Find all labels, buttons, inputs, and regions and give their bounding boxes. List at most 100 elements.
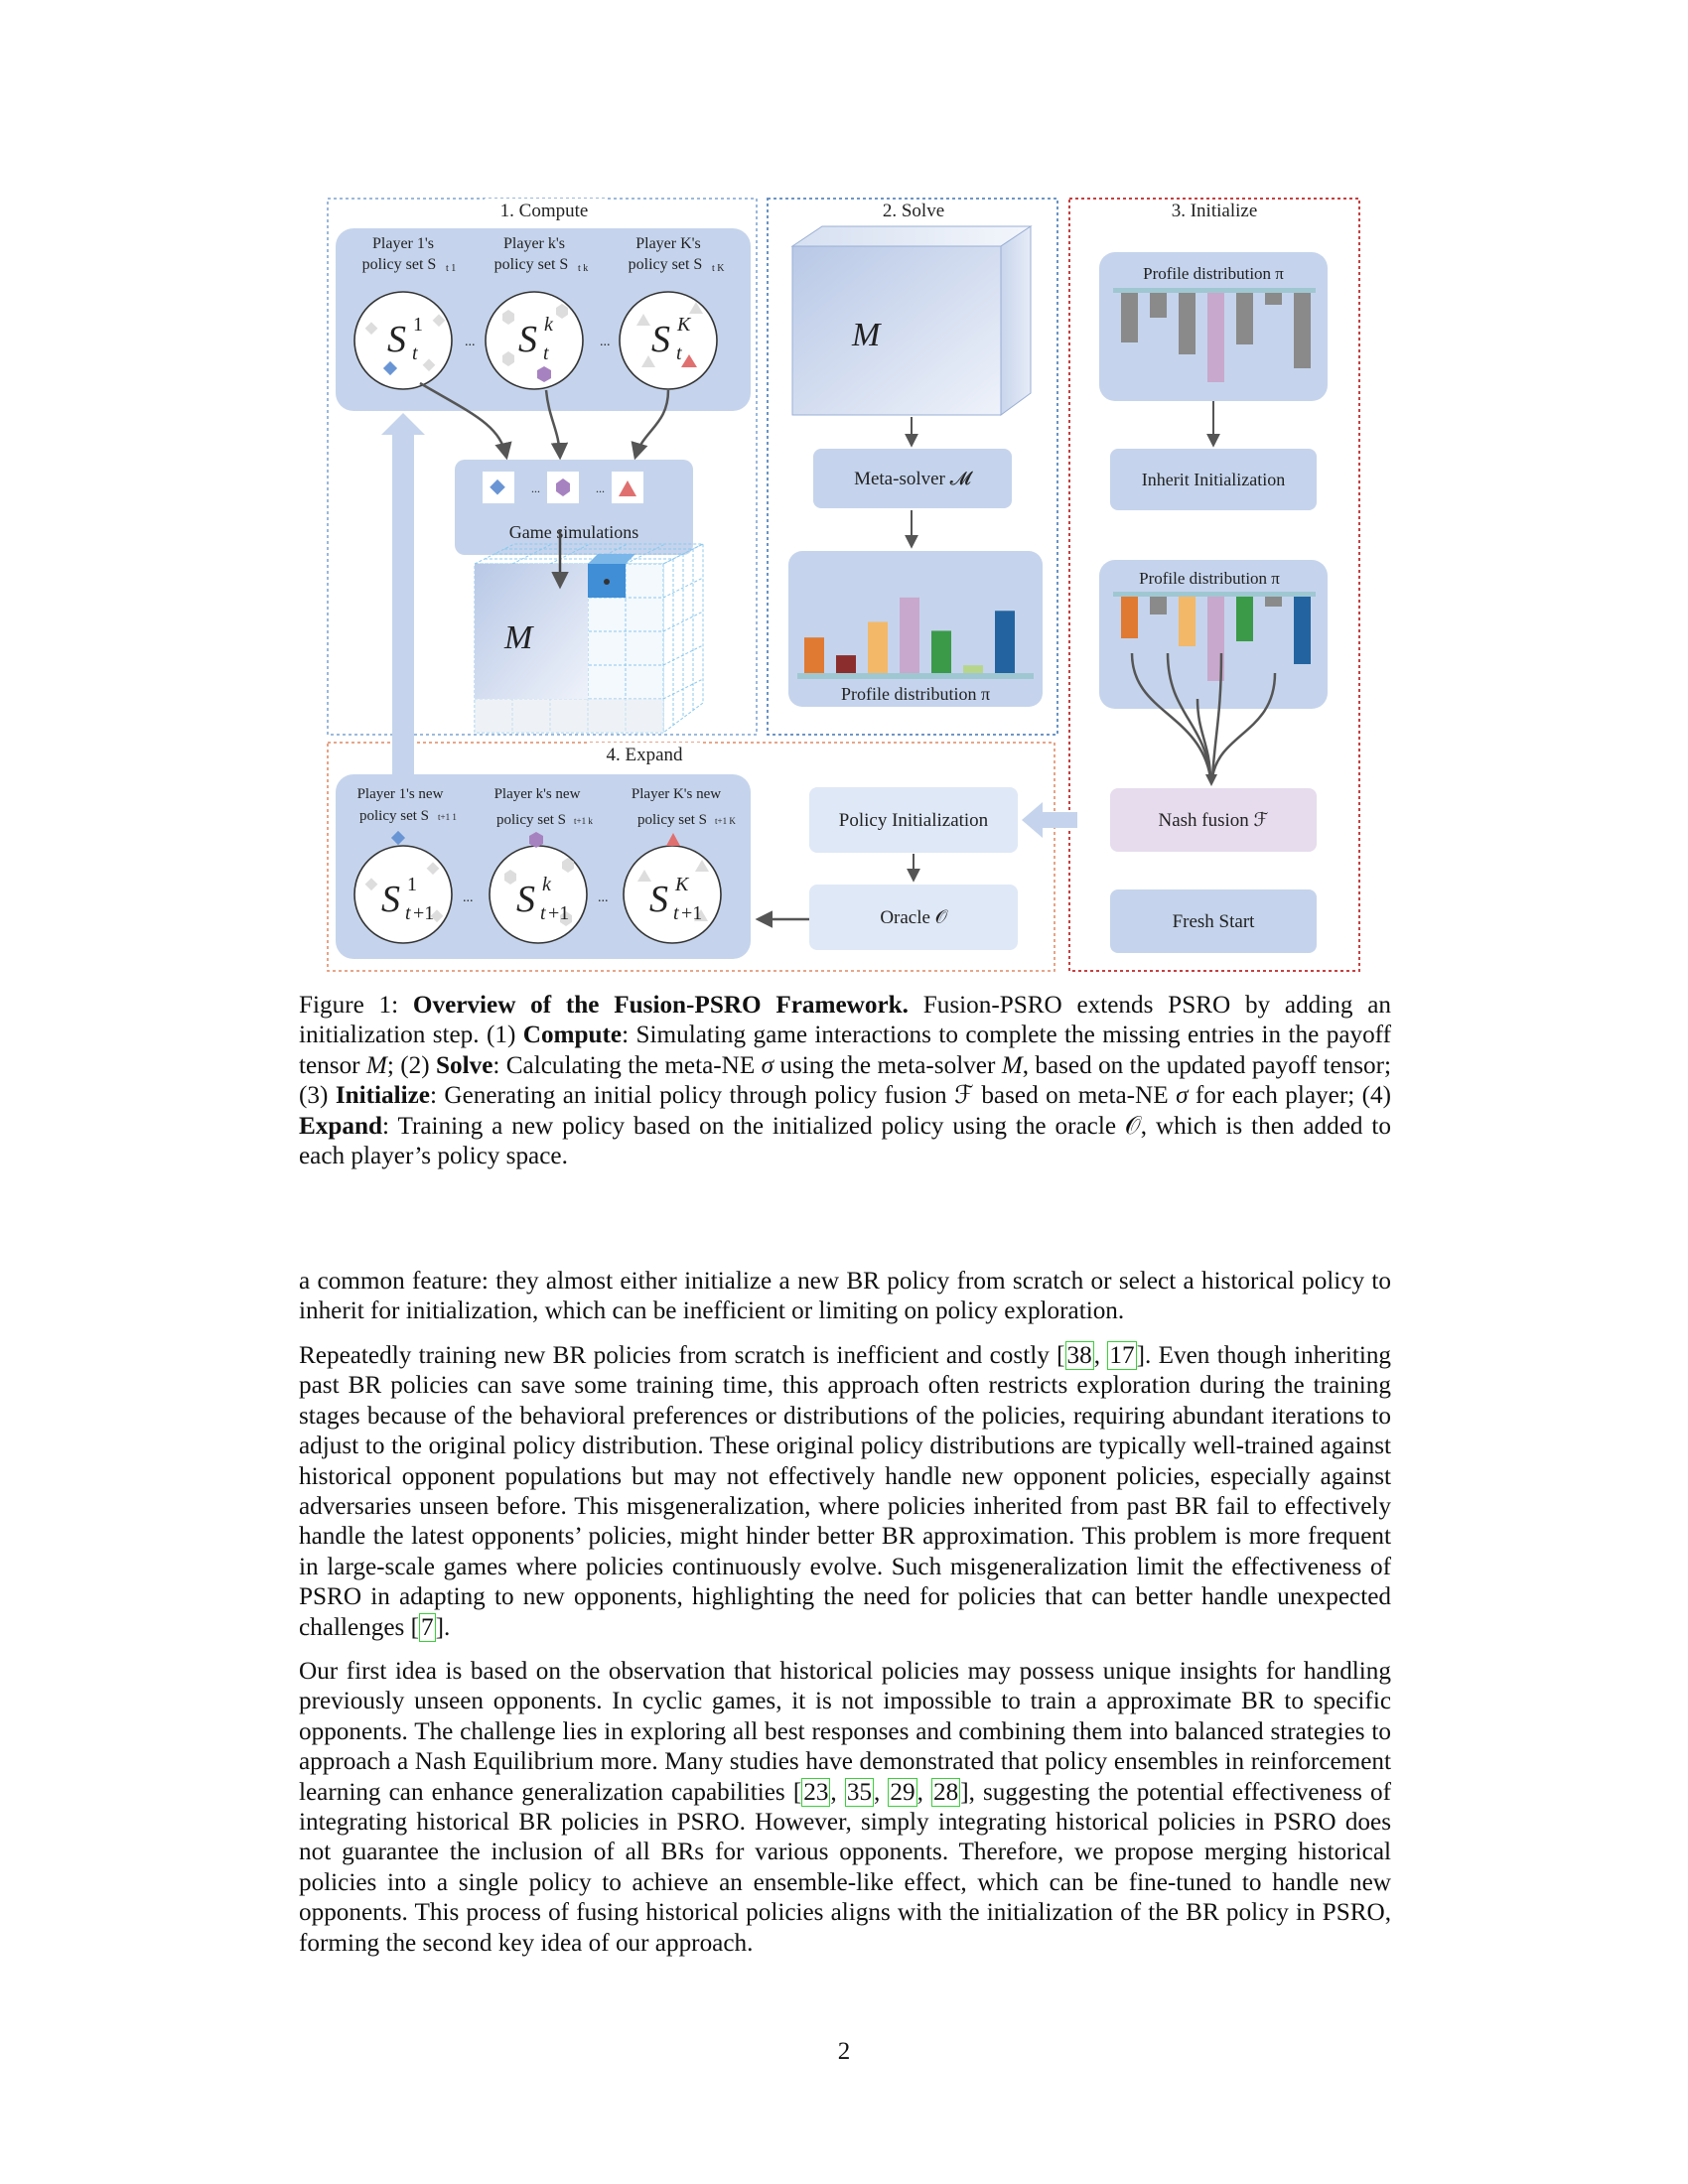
caption-title: Overview of the Fusion-PSRO Framework.: [412, 992, 909, 1019]
caption-text: : Calculating the meta-NE: [492, 1051, 762, 1079]
meta-solver-box: [813, 449, 1012, 508]
player1-label-line1: Player 1's: [372, 235, 434, 252]
solve-profile-bars: [804, 597, 1015, 673]
profile-bar: [1294, 597, 1311, 664]
citation-link[interactable]: 29: [888, 1777, 917, 1807]
paragraph-text: ], suggesting the potential effectivenes…: [299, 1778, 1392, 1957]
playerK-new-label-line1: Player K's new: [632, 786, 721, 802]
caption-text: Fusion-PSRO extends PSRO by adding an in…: [299, 992, 1391, 1049]
meta-game-cube: M: [790, 225, 1033, 416]
sim-ellipsis-2: ...: [596, 481, 605, 495]
solve-title: 2. Solve: [883, 201, 944, 221]
svg-text:+1: +1: [548, 902, 569, 924]
playerK-label-line2: policy set S: [629, 256, 703, 273]
ellipsis-4: ...: [598, 890, 609, 905]
init-profile-top-label: Profile distribution π: [1143, 264, 1284, 283]
svg-text:1: 1: [413, 314, 423, 336]
playerK-label-line1: Player K's: [635, 235, 701, 252]
caption-text: : Simulating game interactions to comple…: [299, 1022, 1392, 1079]
citation-link[interactable]: 7: [418, 1612, 436, 1642]
initialize-frame: [1068, 198, 1360, 972]
player1-new-superscript: t+1 1: [438, 812, 457, 822]
policy-initialization-box: [809, 787, 1018, 853]
caption-label: Figure 1:: [299, 992, 399, 1019]
page-number: 2: [837, 2038, 851, 2065]
caption-compute: Compute: [522, 1022, 623, 1049]
profile-bar: [804, 637, 824, 673]
citation-link[interactable]: 23: [801, 1777, 831, 1807]
solve-frame: [767, 198, 1058, 736]
svg-text:t: t: [676, 342, 682, 364]
svg-text:S: S: [649, 879, 668, 920]
profile-bar: [1150, 293, 1167, 318]
policy-initialization-label: Policy Initialization: [839, 810, 989, 831]
svg-text:1: 1: [407, 874, 417, 895]
framework-figure: 1. Compute 2. Solve 3. Initialize 4. Exp…: [326, 197, 1362, 976]
svg-text:S: S: [518, 319, 537, 360]
inherit-initialization-label: Inherit Initialization: [1142, 470, 1285, 489]
caption-text: : Training a new policy based on the ini…: [382, 1112, 1125, 1140]
svg-text:t: t: [412, 342, 418, 364]
svg-text:t: t: [673, 902, 679, 924]
player1-superscript: t 1: [446, 263, 456, 274]
profile-bar: [1236, 597, 1253, 641]
svg-text:S: S: [516, 879, 535, 920]
playerK-new-superscript: t+1 K: [715, 816, 736, 826]
player1-new-label-line2: policy set S: [359, 808, 429, 824]
caption-text: using the meta-solver: [774, 1051, 1002, 1079]
tensor-label: M: [503, 619, 534, 656]
init-profile-bottom-label: Profile distribution π: [1139, 569, 1280, 588]
citation-link[interactable]: 28: [931, 1777, 961, 1807]
meta-solver-label: Meta-solver 𝓜: [854, 469, 974, 489]
init-profile-top-bars: [1121, 293, 1311, 382]
player1-new-label-line1: Player 1's new: [357, 786, 444, 802]
paragraph-3: Our first idea is based on the observati…: [299, 1657, 1391, 1959]
svg-text:+1: +1: [413, 902, 434, 924]
svg-text:S: S: [387, 319, 406, 360]
svg-text:t: t: [405, 902, 411, 924]
profile-bar: [1150, 597, 1167, 614]
citation-link[interactable]: 38: [1064, 1341, 1094, 1370]
caption-math: M: [1001, 1051, 1023, 1079]
game-simulations-label: Game simulations: [509, 522, 638, 542]
solve-profile-baseline: [797, 673, 1034, 679]
svg-text:k: k: [544, 314, 554, 336]
player1-label-line2: policy set S: [362, 256, 437, 273]
figure-caption: Figure 1: Overview of the Fusion-PSRO Fr…: [299, 991, 1391, 1171]
nash-fusion-box: [1110, 788, 1317, 852]
paragraph-text: ,: [830, 1778, 845, 1806]
player1-new-policy-circle: S 1 t +1: [353, 830, 453, 944]
solve-cube-label: M: [851, 317, 882, 353]
playerK-superscript: t K: [712, 263, 725, 274]
caption-text: ; (2): [386, 1051, 436, 1079]
paragraph-text: ]. Even though inheriting past BR polici…: [299, 1342, 1392, 1641]
caption-math: ℱ: [954, 1082, 974, 1110]
profile-bar: [1265, 293, 1282, 305]
citation-link[interactable]: 35: [844, 1777, 874, 1807]
playerk-new-superscript: t+1 k: [574, 816, 593, 826]
playerk-superscript: t k: [578, 263, 588, 274]
caption-text: , based on the updated payoff tensor; (3…: [299, 1051, 1392, 1110]
init-profile-bottom-baseline: [1113, 592, 1316, 597]
svg-text:k: k: [542, 874, 552, 895]
ellipsis-2: ...: [600, 335, 611, 349]
profile-bar: [1179, 597, 1196, 646]
profile-bar: [868, 621, 888, 673]
paragraph-text: Our first idea is based on the observati…: [299, 1658, 1391, 1806]
playerk-new-label-line2: policy set S: [496, 812, 566, 828]
svg-text:t: t: [540, 902, 546, 924]
profile-bar: [995, 611, 1015, 673]
playerk-new-label-line1: Player k's new: [494, 786, 581, 802]
paragraph-1: a common feature: they almost either ini…: [299, 1268, 1391, 1325]
paragraph-text: ,: [874, 1778, 889, 1806]
caption-text: : Generating an initial policy through p…: [429, 1082, 955, 1110]
profile-bar: [931, 630, 951, 673]
citation-link[interactable]: 17: [1107, 1341, 1137, 1370]
paragraph-text: ].: [435, 1613, 451, 1641]
initialize-title: 3. Initialize: [1172, 201, 1258, 221]
profile-bar: [1294, 293, 1311, 368]
framework-diagram: 1. Compute 2. Solve 3. Initialize 4. Exp…: [327, 198, 1360, 972]
oracle-label: Oracle 𝒪: [880, 907, 948, 928]
profile-bar: [1207, 293, 1224, 382]
caption-math: 𝒪: [1124, 1112, 1141, 1140]
